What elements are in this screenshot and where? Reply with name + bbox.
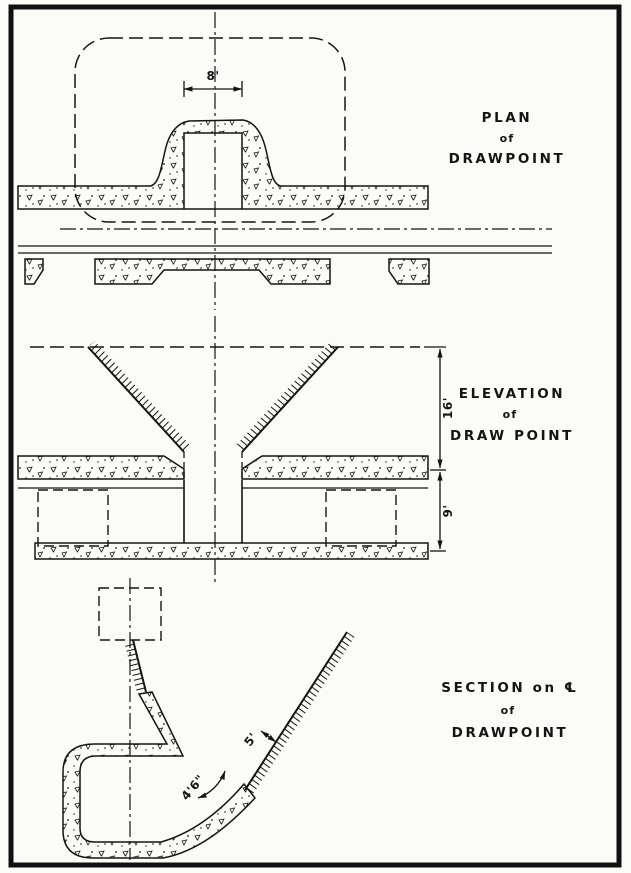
border-frame <box>8 4 622 868</box>
elevation-title-line2: of <box>503 408 518 421</box>
plan-title-line1: PLAN <box>482 110 533 126</box>
elevation-right-cone-wall <box>241 346 339 453</box>
elevation-title-line3: DRAW POINT <box>450 428 574 444</box>
elevation-sill-right <box>241 455 429 480</box>
elevation-title-line1: ELEVATION <box>459 386 565 402</box>
elevation-dim-16ft: 16' <box>441 397 455 419</box>
plan-title: PLAN of DRAWPOINT <box>449 110 566 167</box>
section-incline-wall <box>244 631 348 791</box>
elevation-hidden-drift-right <box>325 489 397 547</box>
elevation-floor-strip <box>34 542 429 560</box>
plan-lower-wall-right <box>388 258 430 285</box>
section-throat-dim-arc <box>197 770 226 799</box>
plan-title-line2: of <box>500 132 515 145</box>
plan-dim-8ft: 8' <box>206 69 219 83</box>
plan-lower-wall-left <box>24 258 44 285</box>
elevation-dimensions: 16' 9' <box>424 346 455 552</box>
section-left-wall <box>132 639 147 693</box>
section-brow-dim-line <box>260 730 277 743</box>
section-title-line2: of <box>501 704 516 717</box>
elevation-view: 16' 9' ELEVATION of DRAW POINT <box>17 316 574 583</box>
elevation-title: ELEVATION of DRAW POINT <box>450 386 574 444</box>
plan-cave-outline-dashed <box>74 37 346 223</box>
section-title-line3: DRAWPOINT <box>452 725 569 741</box>
elevation-right-cone-hatch <box>235 340 338 452</box>
elevation-left-cone-hatch <box>88 340 191 452</box>
elevation-sill-left <box>17 455 185 480</box>
elevation-left-cone-wall <box>87 346 185 453</box>
section-dim-4ft6: 4'6" <box>178 772 207 803</box>
plan-view: 8' PLAN of DRAWPOINT <box>17 12 566 310</box>
elevation-hidden-drift-left <box>37 489 109 547</box>
elevation-dim-9ft: 9' <box>441 504 455 517</box>
section-title-line1: SECTION on ℄ <box>441 680 578 696</box>
section-title: SECTION on ℄ of DRAWPOINT <box>441 680 578 741</box>
section-hidden-raise <box>98 587 162 641</box>
section-left-wall-hatch <box>124 640 146 695</box>
plan-title-line3: DRAWPOINT <box>449 151 566 167</box>
section-incline-hatch <box>245 632 355 795</box>
plan-dimension-opening: 8' <box>183 69 243 97</box>
section-view: 4'6" 5' SECTION on ℄ of DRAWPOINT <box>62 578 578 860</box>
section-dim-5ft: 5' <box>241 730 260 749</box>
section-drawpoint-lining <box>62 691 256 859</box>
plan-lower-wall-center <box>94 258 331 285</box>
plan-drift-wall-with-drawpoint <box>17 119 429 210</box>
